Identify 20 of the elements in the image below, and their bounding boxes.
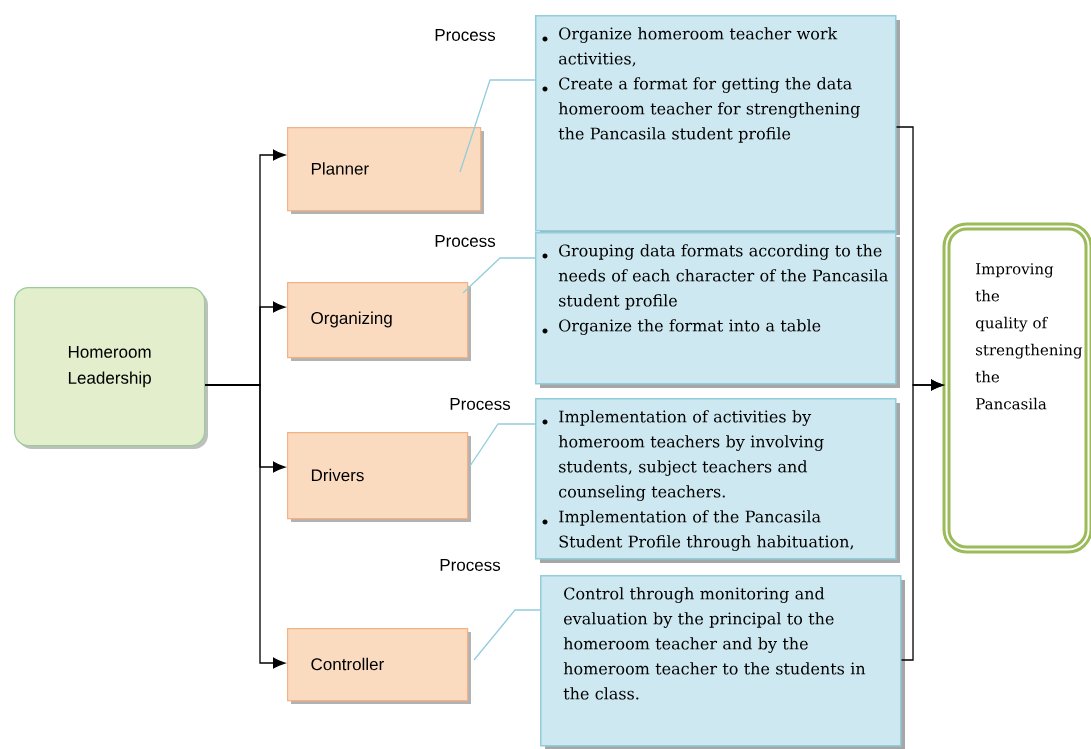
arrow	[204, 384, 286, 669]
role-box: Organizing	[287, 282, 471, 361]
leader-line	[459, 79, 536, 173]
role-box: Drivers	[287, 432, 471, 522]
role-box: Planner	[287, 127, 484, 214]
process-label: Process	[440, 559, 501, 571]
leader-line	[469, 423, 536, 467]
leader-line	[473, 609, 541, 661]
leadership-box: Homeroom Leadership	[14, 287, 208, 449]
callout-box: Grouping data formats according to the needs of each character of the Pancasila student profile Organize the format into a table	[535, 232, 900, 388]
process-label: Process	[435, 29, 496, 41]
arrow	[900, 379, 944, 661]
leader-line	[462, 257, 536, 294]
callout-box: Organize homeroom teacher work activities, Create a format for getting the data homeroom teacher for strengthening the Pancasila student profile	[535, 15, 900, 235]
callout-box: Control through monitoring and evaluation by the principal to the homeroom teacher and by the homeroom teacher to the students in the class.	[540, 575, 905, 749]
callout-box: Implementation of activities by homeroom teachers by involving students, subject teachers and counseling teachers. Implementation of the Pancasila Student Profile through habituation,	[535, 398, 900, 563]
result-box: Improving the quality of strengthening the Pancasila	[942, 222, 1091, 554]
process-label: Process	[435, 235, 496, 247]
role-box: Controller	[287, 628, 471, 704]
process-label: Process	[450, 398, 511, 410]
